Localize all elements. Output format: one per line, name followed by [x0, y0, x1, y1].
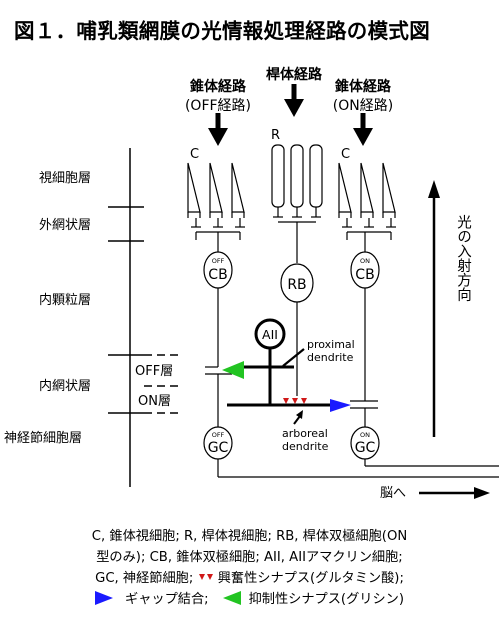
- rod-pathway-label: 桿体経路: [266, 66, 323, 83]
- off-cone-bipolar-cell: OFF CB: [203, 251, 233, 428]
- input-arrow-off: [208, 113, 228, 146]
- cone-right-letter: C: [341, 147, 350, 162]
- light-direction-label: 光の入射方向: [455, 214, 471, 302]
- inhibitory-synapse-legend-icon: [222, 591, 241, 605]
- layer-outer-plexiform: 外網状層: [39, 218, 91, 233]
- rods: [271, 144, 323, 263]
- legend-excitatory-text: 興奮性シナプス(グルタミン酸);: [217, 571, 404, 586]
- proximal-leader: [282, 348, 305, 367]
- cone-on-label-2: (ON経路): [333, 98, 393, 114]
- on-cb-label: CB: [355, 267, 374, 283]
- arboreal-arrow: [293, 410, 303, 425]
- on-cone-bipolar-cell: ON CB: [350, 251, 380, 428]
- off-gc-label: GC: [208, 440, 229, 456]
- cones-left: [187, 162, 245, 252]
- gap-junction-marker: [330, 399, 351, 412]
- cone-off-label-1: 錐体経路: [190, 78, 247, 95]
- rod-letter: R: [271, 128, 280, 143]
- legend-gap-text: ギャップ結合;: [125, 592, 209, 607]
- sublayer-off: OFF層: [135, 364, 173, 379]
- cone-on-label-1: 錐体経路: [335, 78, 392, 95]
- cone-off-label-2: (OFF経路): [185, 98, 251, 114]
- off-ganglion-cell: OFF GC: [203, 426, 499, 478]
- legend-inhibitory-text: 抑制性シナプス(グリシン): [248, 592, 404, 607]
- arboreal-label-2: dendrite: [282, 440, 329, 453]
- excitatory-synapse-markers: [283, 398, 307, 404]
- rod-bipolar-cell: RB: [280, 263, 314, 396]
- layer-inner-nuclear: 内顆粒層: [39, 292, 91, 308]
- off-cb-top-label: OFF: [212, 257, 225, 265]
- legend-line-3: GC, 神経節細胞; 興奮性シナプス(グルタミン酸);: [0, 568, 499, 589]
- cone-left-letter: C: [190, 147, 199, 162]
- to-brain-label: 脳へ: [380, 486, 406, 501]
- layer-inner-plexiform: 内網状層: [39, 378, 91, 394]
- light-direction-arrow: [428, 180, 440, 437]
- legend-line-1: C, 錐体視細胞; R, 桿体視細胞; RB, 桿体双極細胞(ON: [91, 529, 408, 544]
- inhibitory-synapse-marker: [222, 361, 244, 379]
- off-cb-label: CB: [208, 267, 227, 283]
- figure-title: 図１．哺乳類網膜の光情報処理経路の模式図: [14, 19, 430, 43]
- excitatory-synapse-legend-icon: [198, 571, 214, 586]
- layer-ganglion: 神経節細胞層: [4, 431, 82, 446]
- layer-photoreceptor: 視細胞層: [39, 171, 91, 186]
- on-gc-top-label: ON: [360, 431, 370, 439]
- proximal-label-1: proximal: [307, 338, 355, 351]
- legend-line-2: 型のみ); CB, 錐体双極細胞; AII, AIIアマクリン細胞;: [96, 550, 403, 565]
- input-arrow-rod: [284, 84, 304, 117]
- on-gc-label: GC: [355, 440, 376, 456]
- aii-amacrine-cell: AII: [227, 318, 330, 407]
- aii-label: AII: [262, 327, 278, 342]
- on-ganglion-cell: ON GC: [350, 426, 499, 467]
- cones-right: [338, 162, 396, 252]
- rb-label: RB: [287, 277, 306, 293]
- legend: C, 錐体視細胞; R, 桿体視細胞; RB, 桿体双極細胞(ON 型のみ); …: [0, 526, 499, 610]
- legend-gc-text: GC, 神経節細胞;: [95, 571, 194, 586]
- off-gc-top-label: OFF: [212, 431, 225, 439]
- to-brain-arrow: [419, 487, 490, 499]
- sublayer-on: ON層: [138, 394, 171, 409]
- legend-line-4: ギャップ結合; 抑制性シナプス(グリシン): [0, 589, 499, 610]
- layer-axis: [108, 148, 180, 487]
- arboreal-label-1: arboreal: [282, 427, 328, 440]
- input-arrow-on: [353, 113, 373, 146]
- gap-junction-legend-icon: [95, 591, 114, 605]
- on-cb-top-label: ON: [360, 257, 370, 265]
- proximal-label-2: dendrite: [307, 351, 354, 364]
